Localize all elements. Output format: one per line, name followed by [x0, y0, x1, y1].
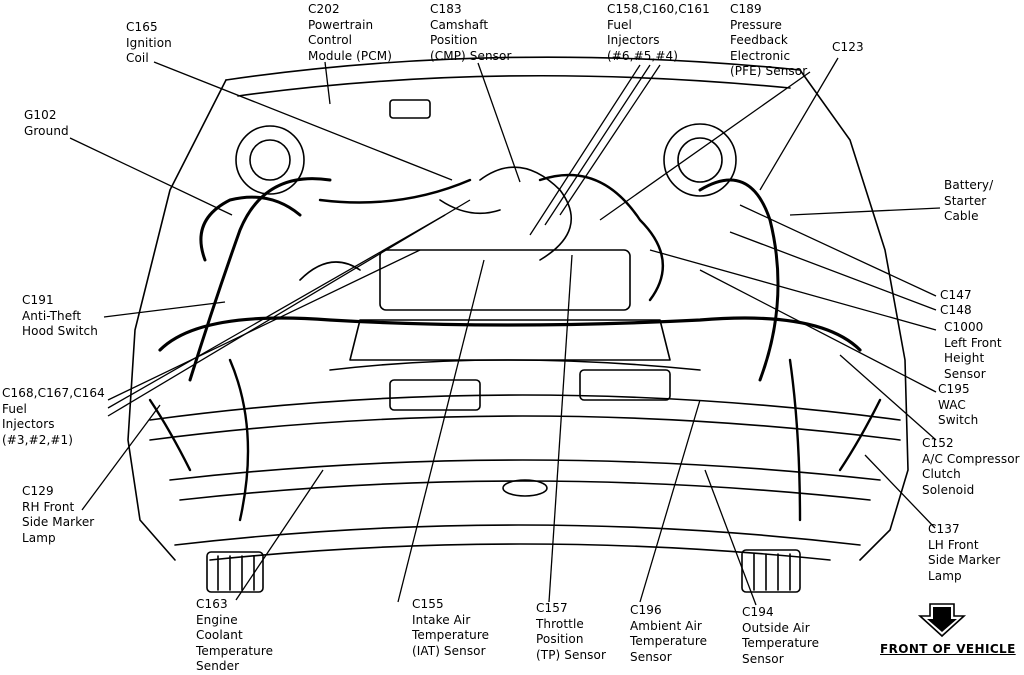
air-cleaner — [235, 125, 305, 195]
label-c148: C148 — [940, 303, 972, 317]
front-of-vehicle-label: FRONT OF VEHICLE — [880, 642, 1016, 656]
main-harness — [158, 316, 862, 352]
lh-marker-lamp — [741, 549, 801, 593]
label-c123: C123 — [832, 40, 864, 54]
rh-marker-lamp — [206, 551, 264, 593]
cowl-outline — [225, 56, 801, 81]
fender-outline-right — [799, 69, 909, 561]
intake-manifold — [379, 249, 631, 311]
fender-outline-left — [127, 79, 227, 561]
grille-bar — [169, 459, 881, 481]
label-c147: C147 — [940, 288, 972, 302]
brake-booster — [663, 123, 737, 197]
radiator-support — [149, 394, 901, 421]
down-arrow-icon — [917, 603, 967, 638]
front-bumper — [174, 524, 861, 546]
grille-emblem — [502, 479, 548, 497]
